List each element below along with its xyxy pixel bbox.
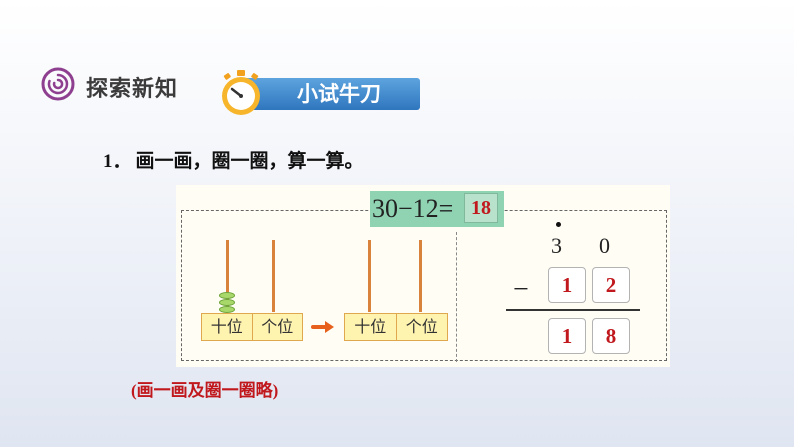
abacus-base: 十位 个位	[344, 313, 448, 341]
minuend-tens: 3	[551, 233, 562, 258]
abacus-base: 十位 个位	[201, 313, 303, 341]
banner-bar	[244, 78, 420, 110]
ones-label: 个位	[251, 314, 303, 340]
abacus-ones-rod	[272, 240, 275, 312]
result-tens-box: 1	[548, 318, 586, 354]
stopwatch-icon	[222, 70, 260, 115]
abacus-ones-rod	[419, 240, 422, 312]
abacus-bead	[219, 306, 235, 313]
abacus-bead	[219, 299, 235, 306]
section-title: 探索新知	[86, 77, 179, 102]
arrow-right-icon	[311, 321, 334, 333]
equation-answer: 18	[464, 193, 498, 223]
borrow-dot	[556, 222, 561, 227]
result-line	[506, 309, 640, 311]
dashed-divider	[456, 232, 457, 362]
tens-label: 十位	[210, 317, 243, 336]
question-text: 画一画，圈一圈，算一算。	[135, 150, 364, 172]
question: 1．画一画，圈一圈，算一算。	[103, 146, 364, 173]
tens-label: 十位	[354, 317, 387, 336]
question-number: 1．	[103, 151, 132, 172]
equation-expression: 30−12=	[372, 194, 454, 223]
minus-sign: −	[513, 274, 529, 305]
abacus-bead	[219, 292, 235, 299]
subtrahend-ones-box: 2	[592, 267, 630, 303]
answer-note: (画一画及圈一圈略)	[131, 381, 279, 400]
result-ones-box: 8	[592, 318, 630, 354]
ones-label: 个位	[395, 314, 448, 340]
banner-label: 小试牛刀	[297, 82, 381, 106]
practice-banner: 小试牛刀	[216, 70, 420, 115]
abacus-tens-rod	[368, 240, 371, 312]
minuend-ones: 0	[599, 233, 610, 258]
abacus-tens-rod	[226, 240, 229, 312]
swirl-icon	[41, 67, 75, 101]
subtrahend-tens-box: 1	[548, 267, 586, 303]
